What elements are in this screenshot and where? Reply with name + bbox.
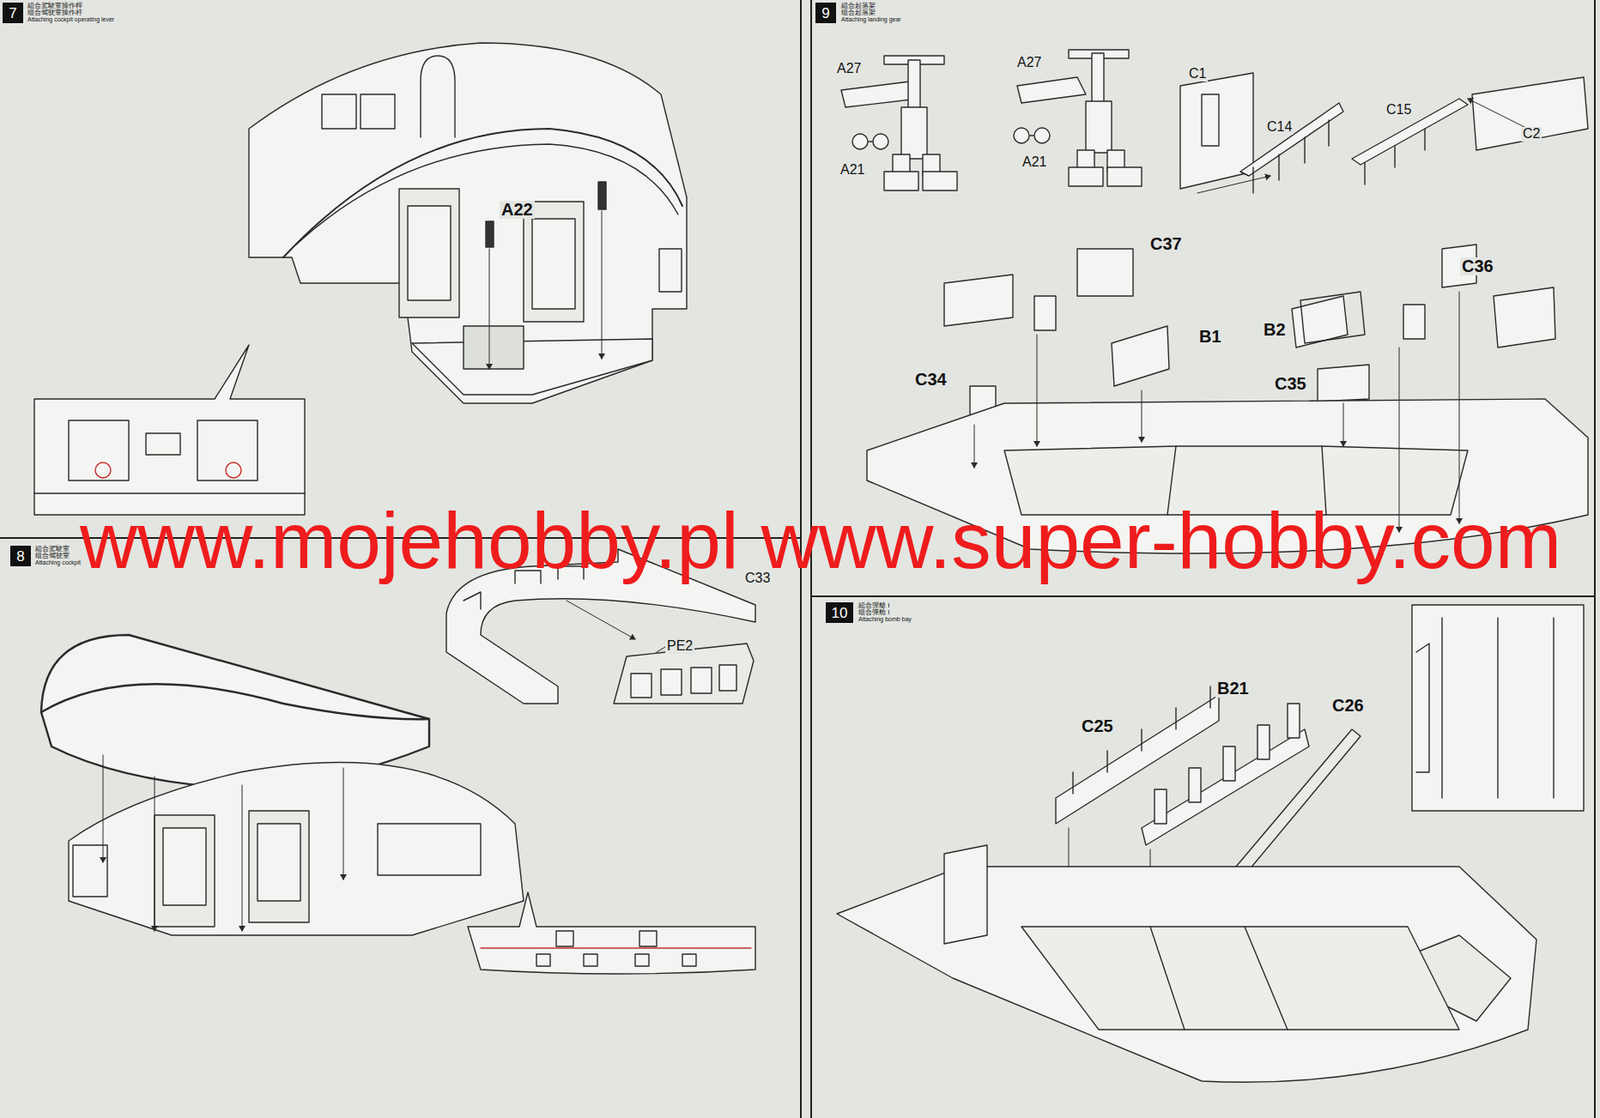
step-number: 10 — [825, 602, 854, 624]
part-number: C15 — [1384, 103, 1413, 118]
step-number-text: 8 — [16, 549, 25, 564]
detail-inset-10 — [1412, 605, 1584, 812]
cockpit-step7 — [248, 42, 687, 404]
lever-a22 — [485, 181, 607, 370]
step-number-text: 9 — [821, 6, 830, 21]
detail-inset-7 — [34, 345, 305, 516]
part-number: B2 — [1261, 321, 1288, 340]
step-number-text: 10 — [831, 606, 849, 621]
part-number: A22 — [499, 200, 535, 219]
part-number: A21 — [1020, 155, 1049, 170]
step-heading-en: Attaching bomb bay — [858, 616, 912, 623]
part-number: B21 — [1215, 679, 1251, 698]
step-heading-zh: 组合驾驶室操作杆 — [27, 9, 83, 17]
part-number: C26 — [1330, 696, 1366, 716]
part-number: C14 — [1265, 120, 1294, 135]
step-number: 8 — [10, 545, 31, 567]
part-number: A21 — [838, 163, 867, 178]
part-number: C35 — [1272, 375, 1309, 394]
part-number: PE2 — [665, 639, 695, 655]
step-heading-zh: 组合驾驶室 — [35, 552, 70, 560]
step-heading-en: Attaching landing gear — [841, 16, 902, 23]
part-number: C34 — [913, 370, 949, 389]
step-heading-en: Attaching cockpit operating lever — [27, 16, 115, 23]
step-number-text: 7 — [8, 6, 17, 21]
part-number: A27 — [1015, 55, 1043, 71]
step-heading-zh: 组合弹舱 I — [858, 609, 890, 617]
part-number: C2 — [1521, 127, 1542, 142]
part-number: B1 — [1197, 327, 1224, 346]
landing-gear-a27 — [841, 49, 1142, 191]
part-number: C36 — [1460, 257, 1496, 276]
part-number: C37 — [1148, 235, 1184, 254]
cockpit-step8 — [68, 755, 524, 936]
lower-fuselage-10 — [836, 845, 1537, 1083]
step-number: 9 — [815, 2, 837, 24]
watermark: www.mojehobby.pl www.super-hobby.com — [79, 499, 1562, 584]
gear-bay-walls — [944, 72, 1588, 421]
part-number: C1 — [1187, 66, 1208, 82]
step-heading-en: Attaching cockpit — [35, 559, 81, 566]
part-number: C25 — [1079, 717, 1116, 736]
detail-inset-8 — [467, 892, 756, 975]
part-number: A27 — [835, 61, 863, 77]
step-number: 7 — [2, 2, 24, 24]
step-heading-zh: 组合起落架 — [841, 9, 876, 17]
